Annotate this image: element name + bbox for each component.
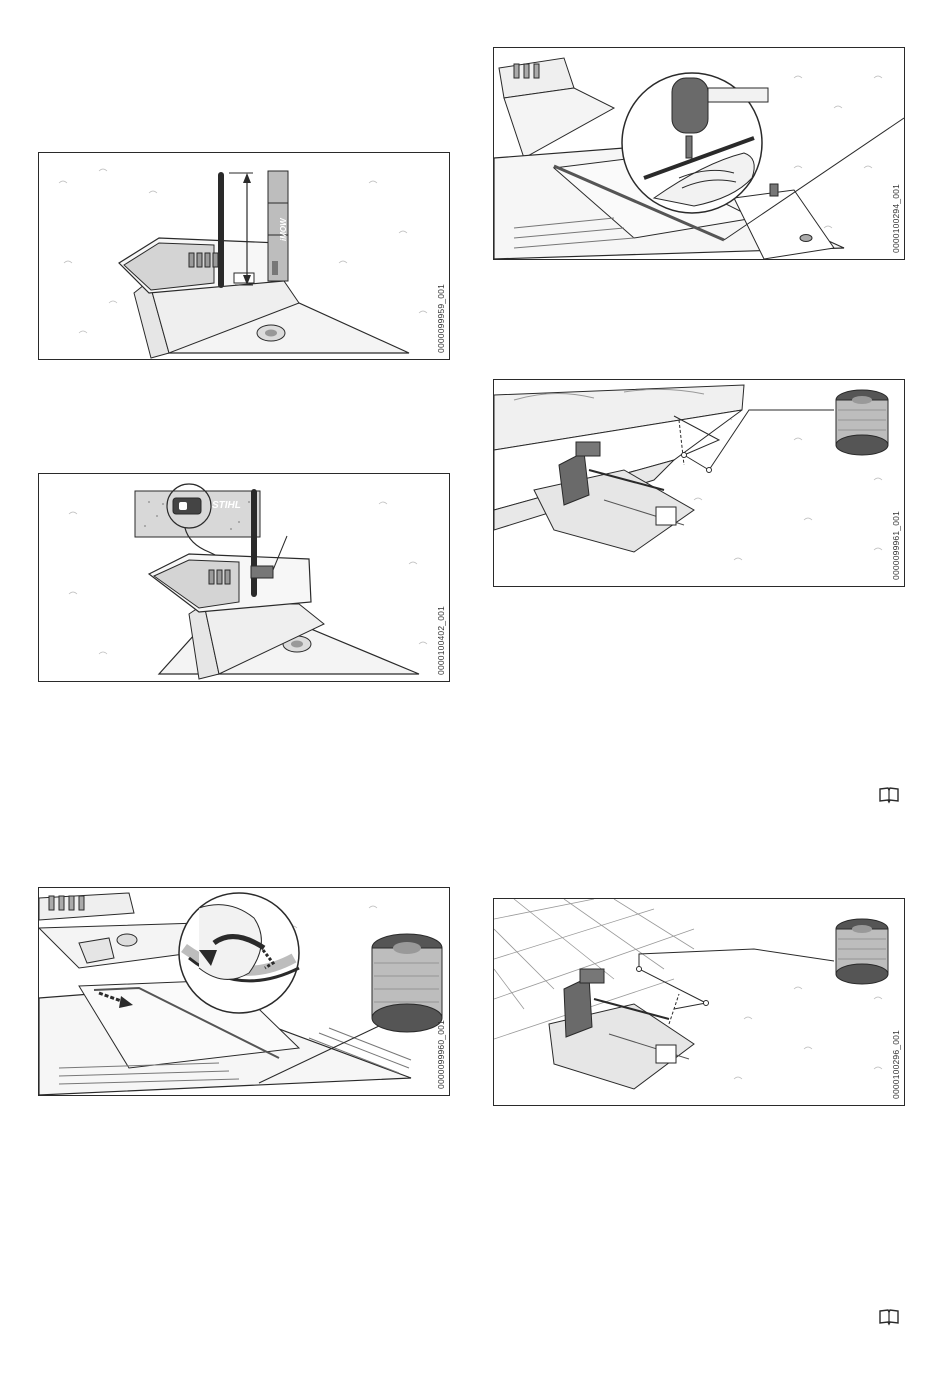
figure-dock-at-wall: 0000099961_001 [493, 379, 905, 587]
illustration-wire-clip [39, 474, 449, 681]
figure-dock-on-paving: 0000100296_001 [493, 898, 905, 1106]
figure-hammer-peg: 0000100294_001 [493, 47, 905, 260]
figure-wire-channel: 0000099960_001 [38, 887, 450, 1096]
figure-id: 0000100402_001 [436, 606, 446, 675]
illustration-dock-wall [494, 380, 904, 586]
figure-id: 0000100294_001 [891, 184, 901, 253]
book-icon [878, 786, 900, 804]
figure-wire-height: iMOW 0000099959_001 [38, 152, 450, 360]
illustration-wire-channel [39, 888, 449, 1095]
illustration-dock-paving [494, 899, 904, 1105]
figure-id: 0000099959_001 [436, 284, 446, 353]
illustration-hammer-peg [494, 48, 904, 259]
label-brand: STIHL [212, 500, 241, 511]
figure-id: 0000099960_001 [436, 1020, 446, 1089]
figure-wire-clip: STIHL 0000100402_001 [38, 473, 450, 682]
ruler-brand-label: iMOW [279, 218, 288, 241]
figure-id: 0000100296_001 [891, 1030, 901, 1099]
figure-id: 0000099961_001 [891, 511, 901, 580]
book-icon [878, 1308, 900, 1326]
illustration-dock-height [39, 153, 449, 359]
